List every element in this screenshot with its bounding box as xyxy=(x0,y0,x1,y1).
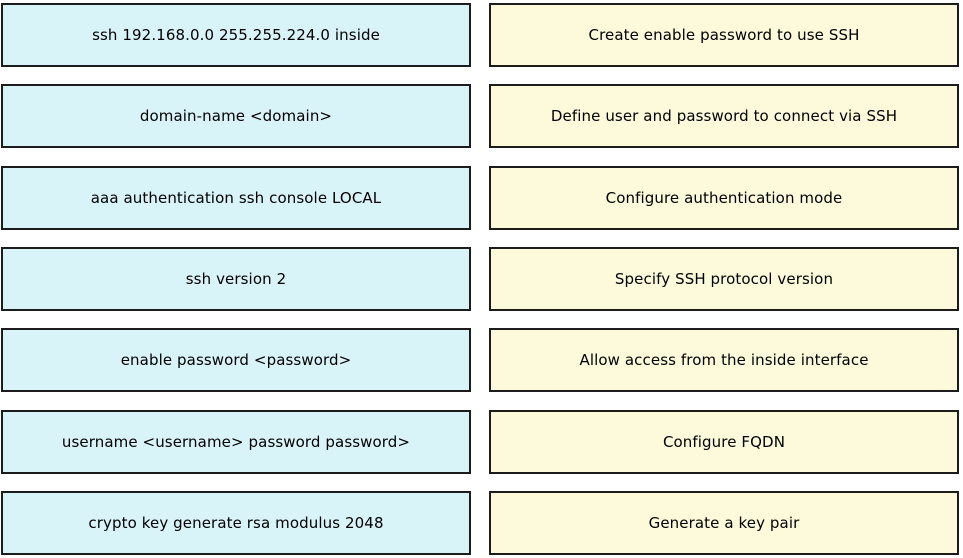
description-box-7[interactable]: Generate a key pair xyxy=(489,490,959,555)
match-row: ssh version 2 Specify SSH protocol versi… xyxy=(1,246,959,311)
command-box-6[interactable]: username <username> password password> xyxy=(1,409,471,474)
match-row: aaa authentication ssh console LOCAL Con… xyxy=(1,165,959,230)
command-box-1[interactable]: ssh 192.168.0.0 255.255.224.0 inside xyxy=(1,3,471,67)
command-box-3[interactable]: aaa authentication ssh console LOCAL xyxy=(1,165,471,230)
description-box-4[interactable]: Specify SSH protocol version xyxy=(489,246,959,311)
command-box-4[interactable]: ssh version 2 xyxy=(1,246,471,311)
description-box-2[interactable]: Define user and password to connect via … xyxy=(489,84,959,149)
match-row: ssh 192.168.0.0 255.255.224.0 inside Cre… xyxy=(1,3,959,67)
command-box-5[interactable]: enable password <password> xyxy=(1,328,471,393)
command-box-7[interactable]: crypto key generate rsa modulus 2048 xyxy=(1,490,471,555)
match-row: username <username> password password> C… xyxy=(1,409,959,474)
match-row: enable password <password> Allow access … xyxy=(1,328,959,393)
description-box-5[interactable]: Allow access from the inside interface xyxy=(489,328,959,393)
command-box-2[interactable]: domain-name <domain> xyxy=(1,84,471,149)
description-box-3[interactable]: Configure authentication mode xyxy=(489,165,959,230)
match-row: domain-name <domain> Define user and pas… xyxy=(1,84,959,149)
match-row: crypto key generate rsa modulus 2048 Gen… xyxy=(1,490,959,555)
description-box-6[interactable]: Configure FQDN xyxy=(489,409,959,474)
description-box-1[interactable]: Create enable password to use SSH xyxy=(489,3,959,67)
